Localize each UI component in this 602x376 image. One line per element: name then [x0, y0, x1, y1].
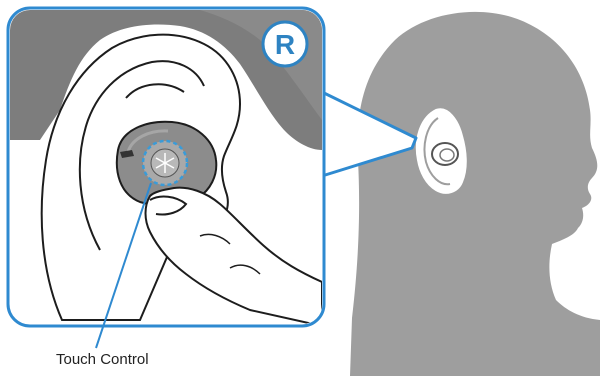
touch-control-area — [143, 141, 187, 185]
side-indicator-letter: R — [275, 29, 295, 60]
head-silhouette — [350, 12, 600, 376]
touch-control-label: Touch Control — [56, 351, 149, 368]
side-indicator-badge: R — [263, 22, 307, 66]
closeup-frame: R — [8, 8, 324, 326]
